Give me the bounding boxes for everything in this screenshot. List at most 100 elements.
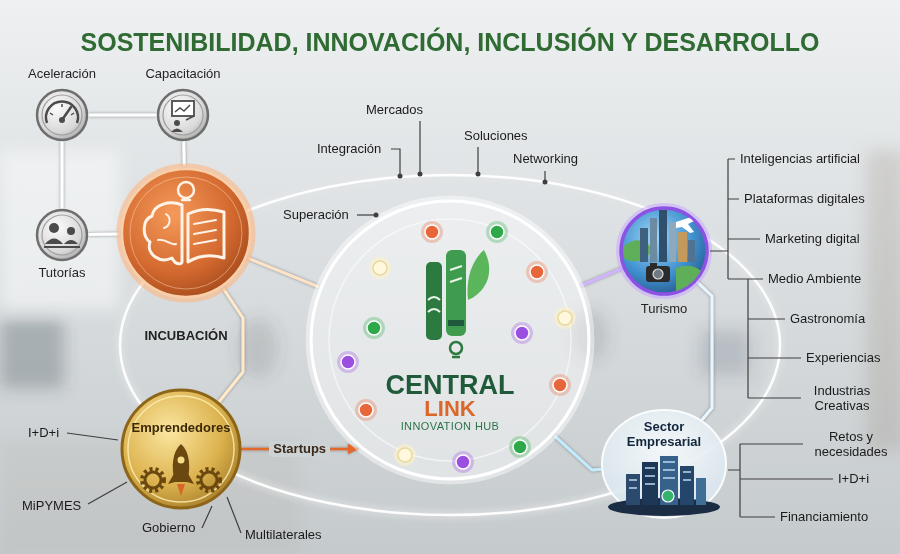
hub-circle-outline [329,219,571,461]
annotation-label: I+D+i [838,471,869,487]
training-icon [186,116,194,120]
business-buildings-picture [662,490,674,502]
hub-logo [468,250,490,300]
speedometer-icon [59,117,65,123]
hub-dots [513,440,527,454]
business-buildings-picture [642,462,658,505]
tourism-globe-outline [618,205,710,297]
blurred-office [0,150,900,554]
speedometer-icon [62,107,71,120]
tourism-globe: Turismo [618,205,710,297]
tourism-globe-picture [678,232,687,262]
leader-lines [544,171,545,182]
speedometer-icon [46,101,78,123]
leader-lines [477,147,478,174]
leader-lines [419,121,420,174]
hub-dots [394,444,416,466]
annotation-label: Inteligencias artificial [740,151,860,167]
hub-dots [456,455,470,469]
mentoring-icon [45,239,63,245]
icon-circle-outline [42,95,82,135]
mentoring-icon [44,223,80,247]
hub-dots [490,225,504,239]
node-text: Capacitación [145,67,220,82]
leader-lines [374,213,379,218]
leader-lines [67,433,241,533]
connector [182,142,186,165]
node-text: Aceleración [28,67,96,82]
hub-dots [341,355,355,369]
connector [219,289,243,401]
icon-circle: Aceleración [35,88,89,142]
connector [89,114,156,117]
annotation-label: MiPYMES [22,498,81,514]
blurred-office [0,318,64,388]
hub-dots [526,261,548,283]
hub-dots [359,403,373,417]
hub-dots [373,261,387,275]
blurred-office [700,330,750,375]
hub-dots [363,317,385,339]
annotation-label: Superación [283,207,349,223]
hub-dots [558,311,572,325]
hub-dots [511,322,533,344]
tourism-globe-picture [653,269,663,279]
annotation-label: Mercados [366,102,423,118]
hub-dots [549,374,571,396]
rocket-gears-icon [178,457,185,464]
entrepreneur-coin-outline [128,396,234,502]
icon-circle-outline [163,95,203,135]
business-buildings-picture [626,474,640,505]
leader-lines [476,172,481,177]
tourism-globe-picture [650,218,657,262]
speedometer-icon [50,104,74,115]
incubation-circle-outline [122,169,250,297]
connector [698,282,712,419]
hub-dots [355,399,377,421]
connector-label: Startups [269,441,330,457]
rocket-gears-icon [168,472,194,484]
speedometer-icon [46,101,78,123]
hub-dots [421,221,443,243]
hub-dots [452,451,474,473]
leader-lines [374,172,548,218]
rocket-gears-icon [142,444,220,496]
incubation-circle-outline [118,165,254,301]
icon-circle-outline [158,90,208,140]
hub-dots [398,448,412,462]
icon-circle-outline [35,88,89,142]
annotation-label: Multilaterales [245,527,322,543]
hub-circle-outline [307,197,593,483]
icon-circle-outline [42,215,82,255]
leader-lines [418,172,423,177]
annotation-label: Gastronomía [790,311,865,327]
annotation-label: Networking [513,151,578,167]
tourism-globe-picture [676,214,702,233]
annotation-label: Medio Ambiente [768,271,861,287]
brain-book-icon [144,203,182,264]
hub-dots [530,265,544,279]
training-icon [172,101,194,116]
brain-book-icon [178,182,194,198]
rocket-gears-icon [201,472,217,488]
annotation-label: Industrias Creativas [806,383,878,413]
tourism-globe-picture [650,263,657,267]
business-buildings-picture [626,456,706,505]
hub-dots [515,326,529,340]
tourism-globe-picture [676,266,706,292]
hub-logo [426,262,442,340]
diagram-title: SOSTENIBILIDAD, INNOVACIÓN, INCLUSIÓN Y … [27,27,873,57]
incubation-circle-outline [130,177,242,289]
annotation-label: Marketing digital [765,231,860,247]
mentoring-icon [64,240,78,244]
mentoring-icon [49,223,59,233]
leader-lines [67,121,833,533]
node-text: CENTRAL [386,372,515,399]
business-platform-outline [608,498,720,516]
brain-book-icon [194,220,216,244]
tourism-globe-picture [669,222,676,262]
annotation-label: Plataformas digitales [744,191,865,207]
